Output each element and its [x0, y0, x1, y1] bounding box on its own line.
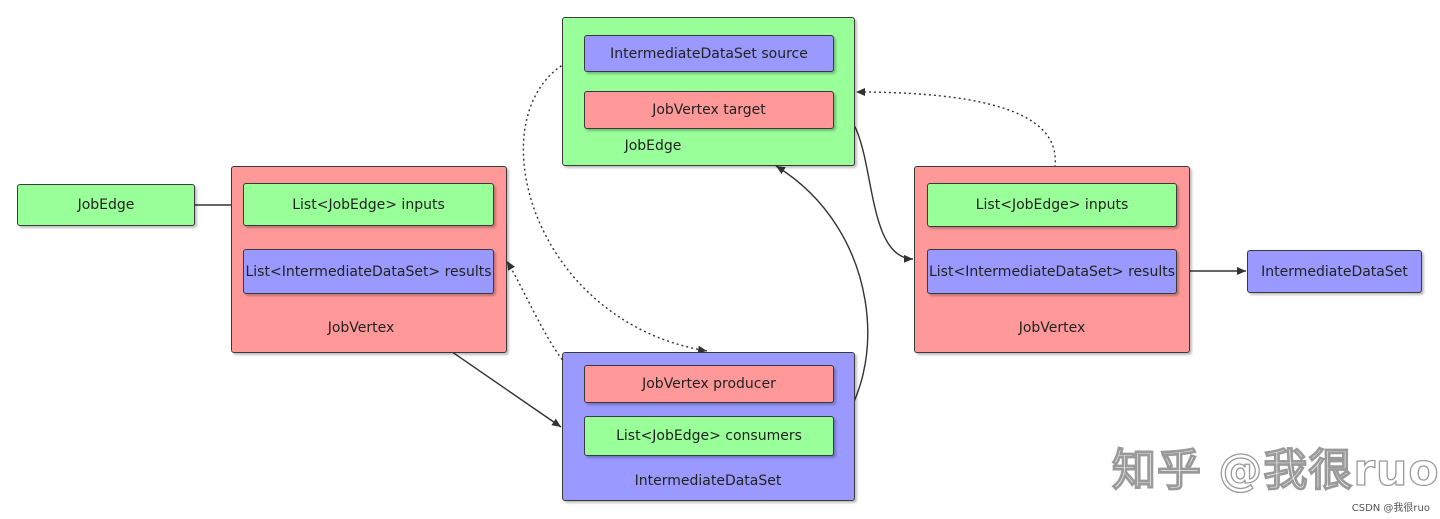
- jobvertex-right-caption: JobVertex: [1018, 320, 1086, 336]
- intermediate-dataset-consumers-field[interactable]: List<JobEdge> consumers: [584, 416, 834, 456]
- intermediate-dataset-producer-field[interactable]: JobVertex producer: [584, 365, 834, 403]
- intermediate-dataset-node-right-label: IntermediateDataSet: [1261, 263, 1408, 280]
- jobedge-node-left-label: JobEdge: [77, 197, 135, 213]
- jobedge-node-left[interactable]: JobEdge: [17, 184, 195, 226]
- jobvertex-left-results-label: List<IntermediateDataSet> results: [245, 263, 492, 280]
- jobvertex-left-caption: JobVertex: [327, 320, 395, 336]
- intermediate-dataset-producer-label: JobVertex producer: [642, 376, 776, 392]
- intermediate-dataset-caption: IntermediateDataSet: [634, 473, 782, 489]
- jobedge-center-source-label: IntermediateDataSet source: [610, 45, 808, 62]
- jobvertex-right-inputs-field[interactable]: List<JobEdge> inputs: [927, 183, 1177, 227]
- jobvertex-right-results-label: List<IntermediateDataSet> results: [928, 263, 1176, 280]
- watermark-text: 知乎 @我很ruo: [1111, 444, 1440, 496]
- jobvertex-left-inputs-label: List<JobEdge> inputs: [292, 196, 445, 213]
- credit-text: CSDN @我很ruo: [1351, 503, 1430, 514]
- jobvertex-left-inputs-field[interactable]: List<JobEdge> inputs: [243, 183, 494, 226]
- jobedge-center-target-field[interactable]: JobVertex target: [584, 91, 834, 129]
- jobvertex-right-results-field[interactable]: List<IntermediateDataSet> results: [927, 249, 1177, 294]
- jobvertex-right-inputs-label: List<JobEdge> inputs: [975, 197, 1129, 213]
- jobedge-center-caption: JobEdge: [624, 138, 682, 154]
- intermediate-dataset-consumers-label: List<JobEdge> consumers: [616, 428, 802, 444]
- intermediate-dataset-node-right[interactable]: IntermediateDataSet: [1247, 250, 1422, 293]
- jobvertex-left-results-field[interactable]: List<IntermediateDataSet> results: [243, 249, 494, 294]
- jobedge-center-source-field[interactable]: IntermediateDataSet source: [584, 35, 834, 72]
- jobedge-center-target-label: JobVertex target: [652, 102, 766, 118]
